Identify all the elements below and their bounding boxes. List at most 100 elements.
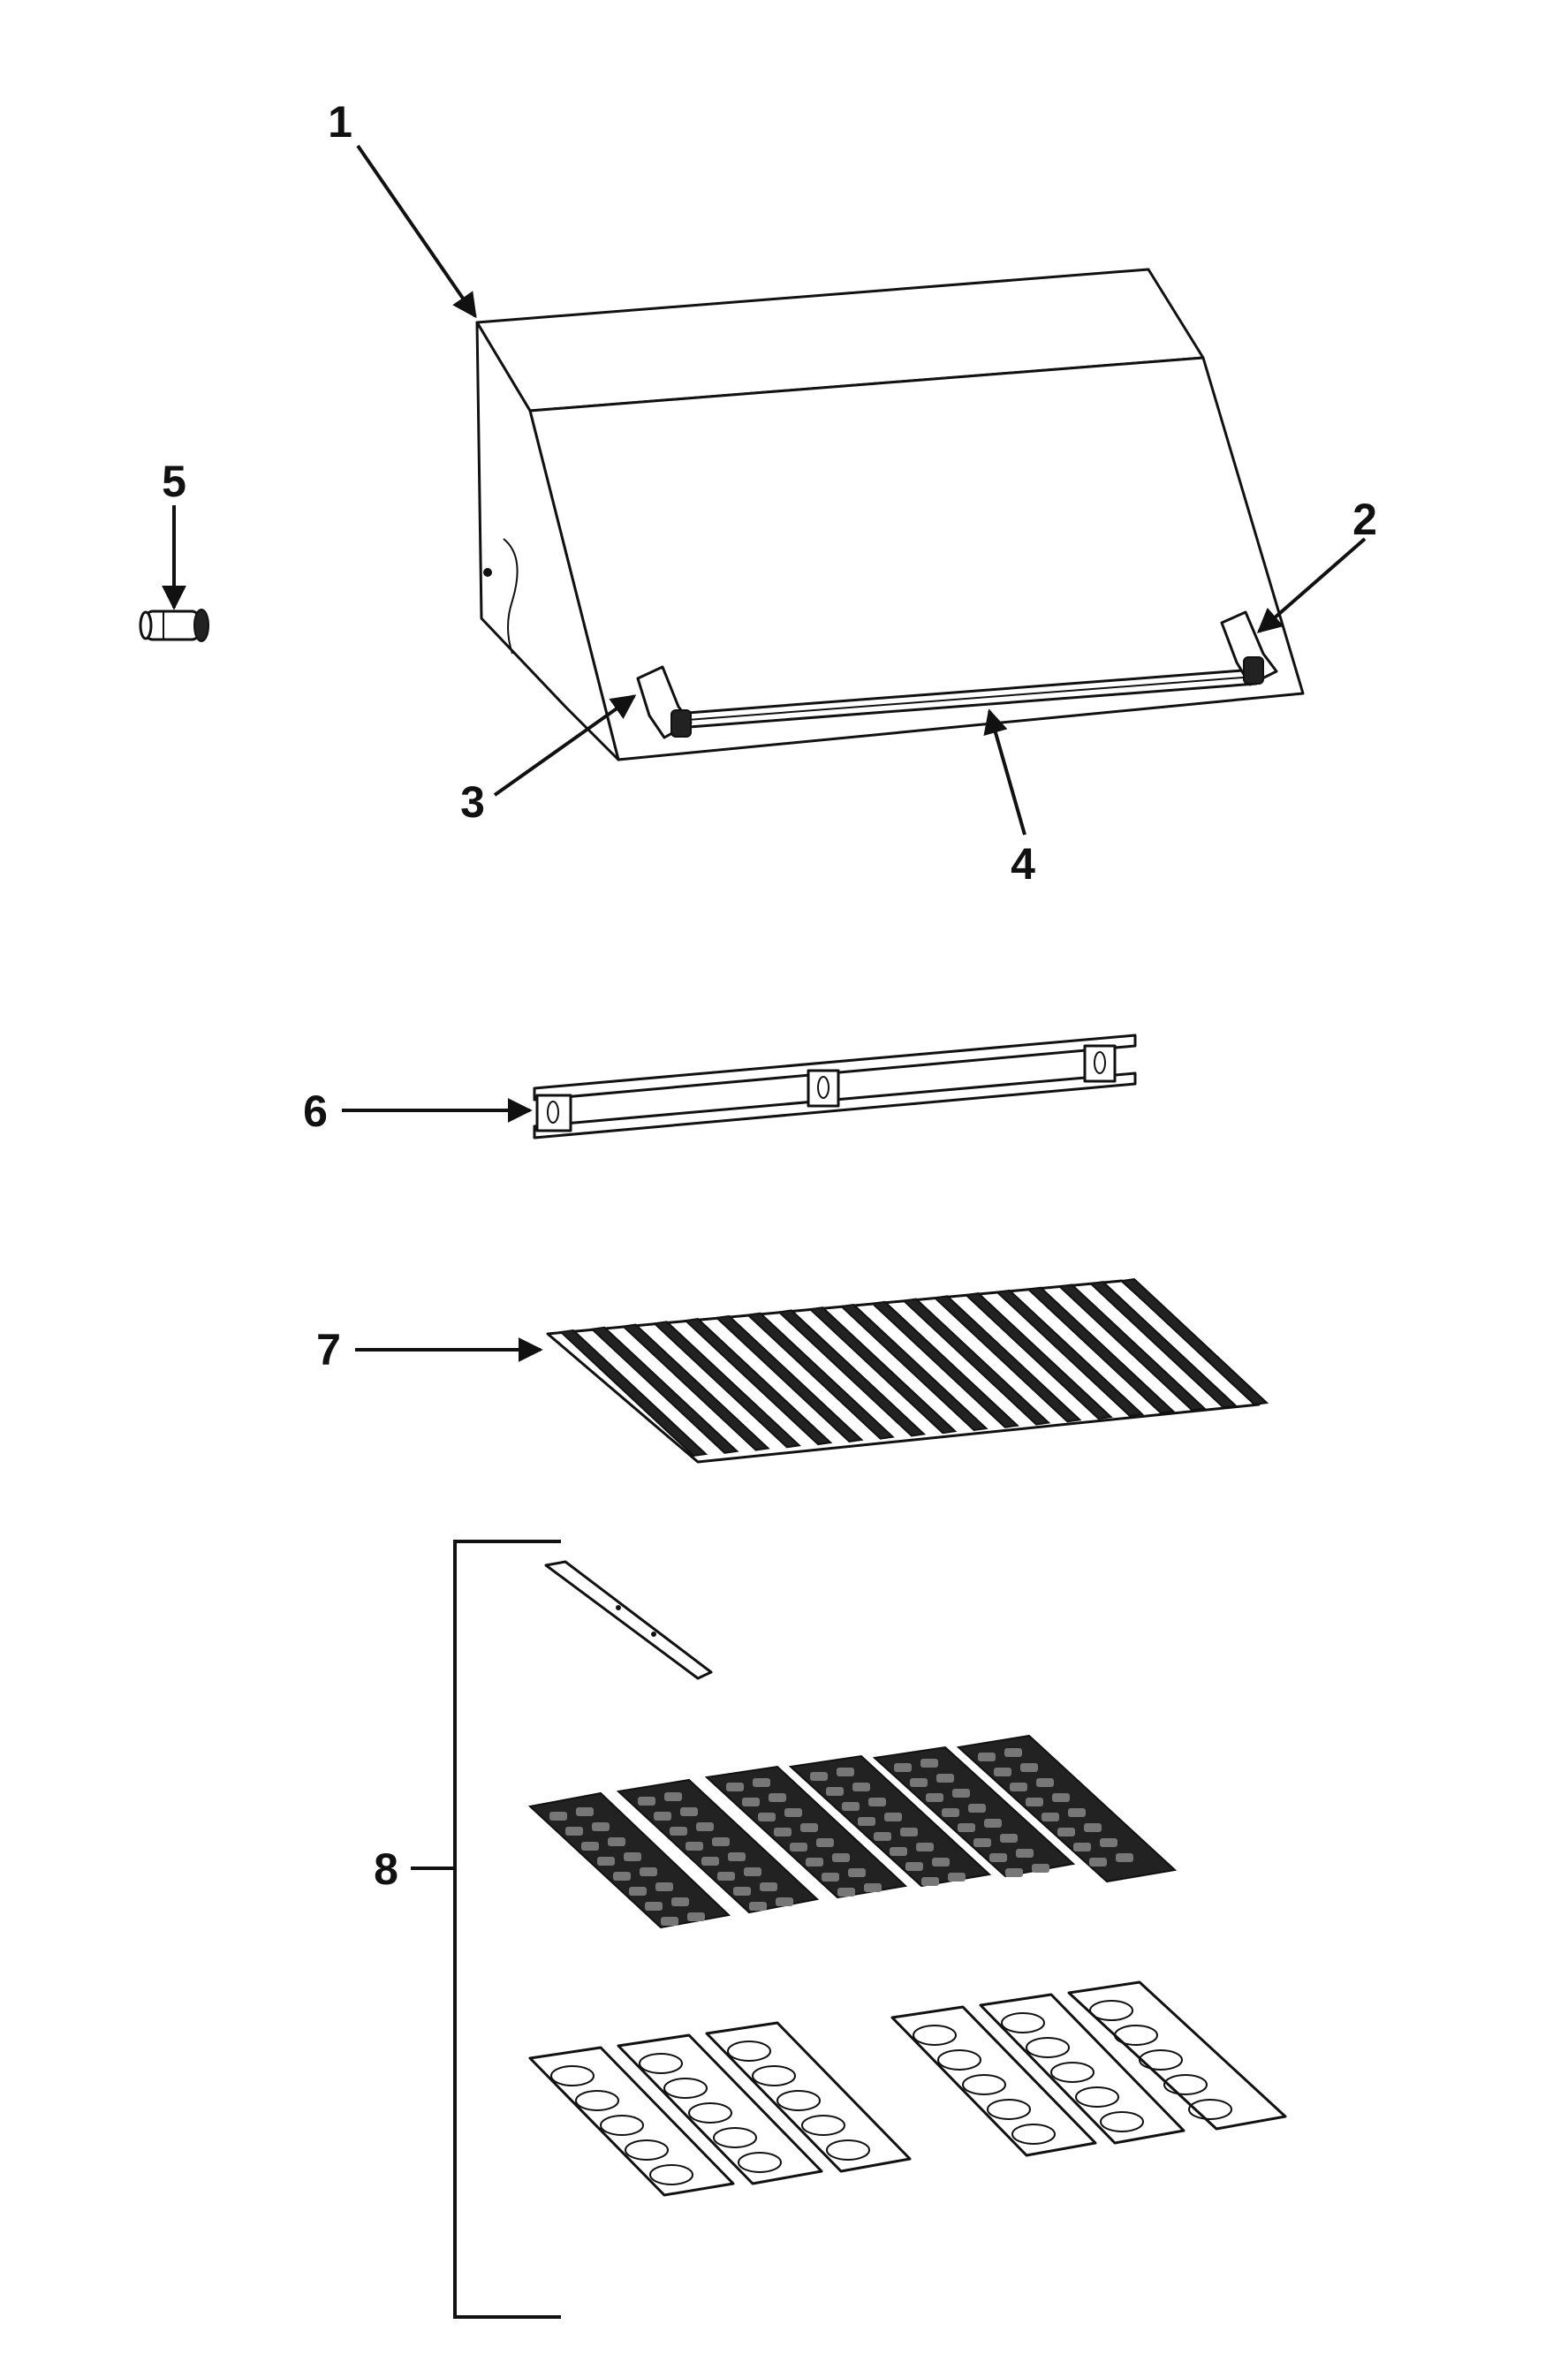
part-7-rack bbox=[546, 1277, 1269, 1464]
rack-bar bbox=[839, 1303, 989, 1432]
rack-bar bbox=[1119, 1277, 1269, 1406]
tray-cell bbox=[900, 1828, 918, 1836]
callout-6: 6 bbox=[303, 1087, 328, 1136]
tray-cell bbox=[670, 1827, 687, 1836]
tray-cell bbox=[890, 1847, 907, 1856]
tray-oval-hole bbox=[1001, 2012, 1045, 2033]
tray-cell bbox=[760, 1882, 777, 1891]
part-8-light-tray-strips bbox=[528, 1980, 1287, 2197]
tray-cell bbox=[848, 1868, 866, 1877]
tray-cell bbox=[826, 1787, 844, 1796]
tray-cell bbox=[726, 1783, 744, 1791]
tray-cell bbox=[989, 1853, 1007, 1862]
part-6-rail bbox=[533, 1034, 1137, 1140]
tray-cell bbox=[655, 1882, 673, 1891]
tray-cell bbox=[874, 1832, 891, 1841]
tray-cell bbox=[758, 1813, 776, 1821]
tray-oval-hole bbox=[1050, 2062, 1095, 2083]
tray-cell bbox=[948, 1873, 966, 1882]
tray-oval-hole bbox=[575, 2090, 619, 2111]
rack-bar bbox=[870, 1300, 1019, 1428]
tray-cell bbox=[936, 1774, 954, 1783]
tray-cell bbox=[717, 1872, 735, 1881]
tray-cell bbox=[858, 1817, 875, 1826]
rack-bar bbox=[1088, 1281, 1238, 1409]
tray-cell bbox=[581, 1842, 599, 1851]
tray-cell bbox=[958, 1823, 975, 1832]
callout-3: 3 bbox=[460, 777, 485, 827]
rack-bar bbox=[558, 1329, 708, 1458]
tray-cell bbox=[1116, 1853, 1133, 1862]
tray-cell bbox=[1004, 1748, 1022, 1757]
tray-cell bbox=[728, 1852, 746, 1861]
tray-oval-hole bbox=[649, 2164, 693, 2185]
tray-cell bbox=[733, 1887, 751, 1896]
tray-cell bbox=[800, 1823, 818, 1832]
tray-cell bbox=[592, 1822, 610, 1831]
tray-oval-hole bbox=[962, 2074, 1006, 2095]
tray-cell bbox=[1084, 1823, 1102, 1832]
tray-oval-hole bbox=[713, 2127, 757, 2148]
part-8-bracket bbox=[544, 1560, 713, 1680]
tray-cell bbox=[624, 1852, 641, 1861]
tray-cell bbox=[978, 1753, 996, 1761]
tray-cell bbox=[774, 1828, 792, 1836]
tray-cell bbox=[810, 1772, 828, 1781]
tray-cell bbox=[837, 1768, 854, 1776]
tray-cell bbox=[968, 1804, 986, 1813]
tray-oval-hole bbox=[738, 2152, 782, 2173]
tray-cell bbox=[932, 1858, 950, 1866]
tray-cell bbox=[769, 1793, 786, 1802]
tray-cell bbox=[984, 1819, 1002, 1828]
rack-bar bbox=[746, 1312, 895, 1440]
tray-oval-hole bbox=[1026, 2037, 1070, 2058]
tray-cell bbox=[994, 1768, 1011, 1776]
tray-cell bbox=[742, 1798, 760, 1806]
tray-cell bbox=[952, 1789, 970, 1798]
tray-cell bbox=[701, 1857, 719, 1866]
tray-cell bbox=[753, 1778, 770, 1787]
tray-oval-hole bbox=[688, 2102, 732, 2124]
tray-oval-hole bbox=[727, 2041, 771, 2062]
rack-bar bbox=[964, 1292, 1113, 1420]
tray-cell bbox=[942, 1808, 959, 1817]
tray-cell bbox=[1032, 1864, 1049, 1873]
tray-oval-hole bbox=[801, 2115, 845, 2136]
rack-bar bbox=[590, 1326, 739, 1454]
tray-cell bbox=[1016, 1849, 1034, 1858]
tray-cell bbox=[806, 1858, 823, 1866]
rack-bar bbox=[901, 1298, 1051, 1426]
tray-cell bbox=[822, 1873, 839, 1882]
tray-oval-hole bbox=[625, 2139, 669, 2161]
tray-cell bbox=[1020, 1763, 1038, 1772]
tray-cell bbox=[852, 1783, 870, 1791]
part-3-left-hinge bbox=[636, 665, 693, 739]
tray-cell bbox=[832, 1853, 850, 1862]
tray-cell bbox=[640, 1867, 657, 1876]
tray-cell bbox=[661, 1917, 678, 1926]
tray-cell bbox=[784, 1808, 802, 1817]
leader-lines bbox=[162, 144, 1367, 1870]
rack-bar bbox=[808, 1306, 958, 1435]
tray-cell bbox=[868, 1798, 886, 1806]
tray-cell bbox=[680, 1807, 698, 1816]
tray-cell bbox=[597, 1857, 615, 1866]
tray-cell bbox=[837, 1888, 855, 1897]
part-8-dark-tray-strips bbox=[527, 1734, 1178, 1929]
rack-bar bbox=[1057, 1283, 1207, 1412]
tray-cell bbox=[1026, 1798, 1043, 1806]
part-5-pin bbox=[139, 609, 209, 642]
tray-cell bbox=[926, 1793, 943, 1802]
tray-cell bbox=[749, 1902, 767, 1911]
tray-oval-hole bbox=[1075, 2086, 1119, 2108]
tray-cell bbox=[613, 1872, 631, 1881]
callout-labels: 1 2 3 4 5 6 7 8 bbox=[162, 97, 1377, 1894]
tray-cell bbox=[1073, 1843, 1091, 1851]
tray-cell bbox=[910, 1778, 928, 1787]
tray-cell bbox=[1042, 1813, 1059, 1821]
callout-8: 8 bbox=[374, 1844, 398, 1894]
tray-oval-hole bbox=[663, 2078, 708, 2099]
tray-oval-hole bbox=[600, 2115, 644, 2136]
tray-cell bbox=[905, 1862, 923, 1871]
rack-bar bbox=[933, 1295, 1082, 1423]
